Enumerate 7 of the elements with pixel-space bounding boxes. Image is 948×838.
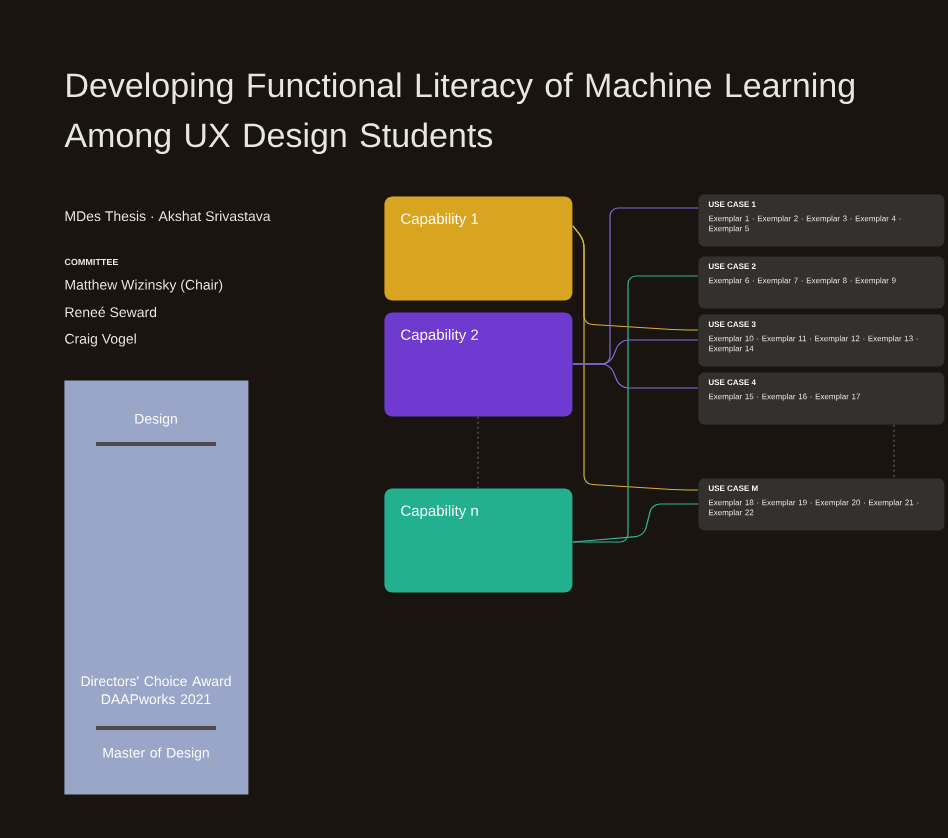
connector-line: [893, 424, 895, 479]
title: Developing Functional Literacy of Machine Learning Among UX Design Students: [64, 72, 854, 155]
connector-line: [477, 416, 479, 489]
connector-line: [572, 225, 699, 491]
connector-line: [572, 503, 699, 543]
connector-line: [572, 275, 699, 543]
connector-line: [572, 363, 699, 389]
